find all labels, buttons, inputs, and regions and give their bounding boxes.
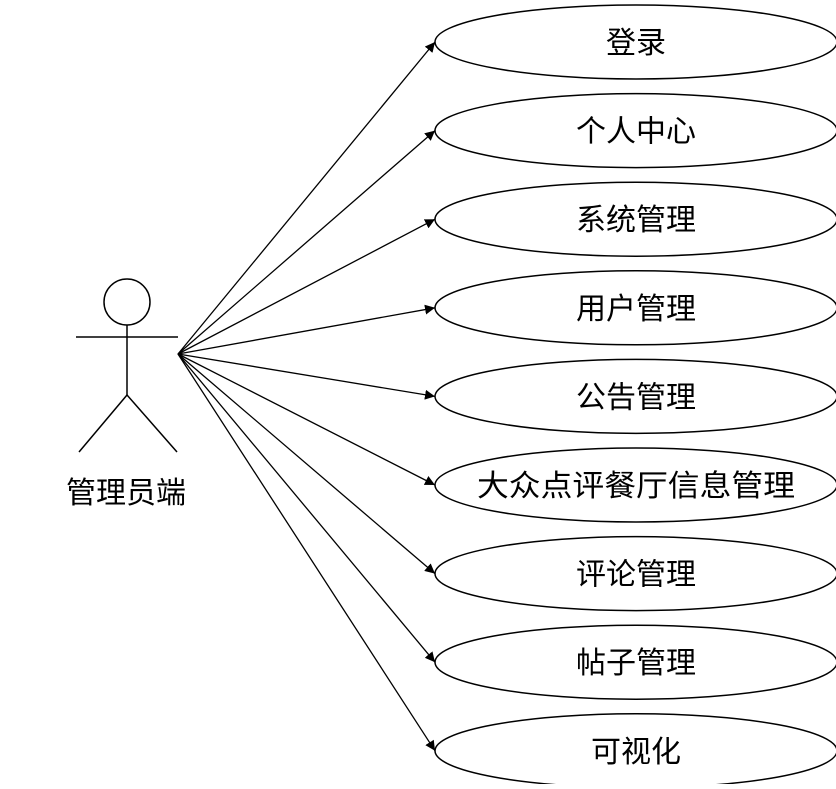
use-case-ellipse bbox=[434, 358, 836, 435]
use-case: 公告管理 bbox=[434, 358, 836, 435]
association-arrow bbox=[177, 130, 436, 355]
actor-left-leg bbox=[78, 394, 128, 453]
association-arrow bbox=[177, 304, 436, 355]
use-case-ellipse bbox=[434, 4, 836, 80]
association-arrow bbox=[177, 353, 436, 486]
use-case-ellipse bbox=[434, 447, 836, 523]
use-case-label: 评论管理 bbox=[576, 558, 696, 593]
use-case: 系统管理 bbox=[434, 181, 836, 257]
use-case-label: 可视化 bbox=[591, 735, 681, 770]
actor-figure bbox=[76, 278, 178, 453]
use-case-label: 帖子管理 bbox=[576, 646, 696, 681]
use-case: 用户管理 bbox=[434, 270, 836, 346]
use-case-ellipse bbox=[434, 92, 836, 169]
actor-label: 管理员端 bbox=[66, 476, 186, 511]
actor-head bbox=[103, 278, 151, 326]
use-case: 帖子管理 bbox=[434, 624, 836, 700]
use-case: 可视化 bbox=[434, 713, 836, 789]
association-arrow bbox=[177, 353, 436, 752]
use-case: 个人中心 bbox=[434, 92, 836, 169]
association-arrow bbox=[177, 41, 436, 355]
use-case-ellipse bbox=[434, 535, 836, 612]
use-case-label: 用户管理 bbox=[576, 292, 696, 327]
actor-right-leg bbox=[126, 394, 178, 453]
use-case-label: 大众点评餐厅信息管理 bbox=[477, 469, 795, 504]
association-arrow bbox=[177, 353, 436, 575]
use-case: 登录 bbox=[434, 4, 836, 80]
association-arrows bbox=[177, 41, 436, 752]
use-case-label: 登录 bbox=[606, 26, 666, 61]
association-arrow bbox=[177, 218, 436, 355]
association-arrow bbox=[177, 353, 436, 400]
use-case: 评论管理 bbox=[434, 535, 836, 612]
use-case-ellipse bbox=[434, 624, 836, 700]
association-arrow bbox=[177, 353, 436, 663]
use-case-ellipse bbox=[434, 270, 836, 346]
use-case-label: 公告管理 bbox=[576, 380, 696, 415]
use-case-ellipse bbox=[434, 181, 836, 257]
use-case: 大众点评餐厅信息管理 bbox=[434, 447, 836, 523]
use-case-label: 系统管理 bbox=[576, 203, 696, 238]
use-case-label: 个人中心 bbox=[576, 115, 696, 150]
